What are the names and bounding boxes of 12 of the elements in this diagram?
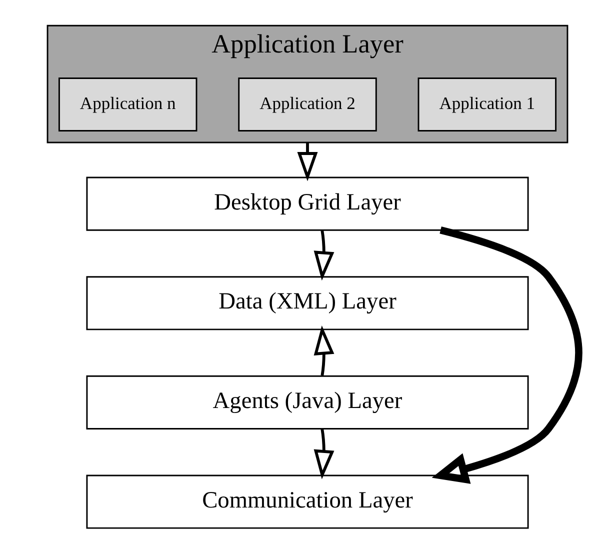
arrow (297, 142, 318, 182)
arrow (432, 226, 582, 484)
node-box: Communication Layer (86, 474, 529, 529)
node-box: Desktop Grid Layer (86, 176, 529, 231)
node-box: Application 2 (238, 77, 377, 132)
arrow (314, 326, 334, 376)
node-box: Application n (58, 77, 198, 132)
node-box: Application 1 (418, 77, 557, 132)
arrow (314, 429, 334, 480)
arrow (314, 230, 334, 281)
node-box: Agents (Java) Layer (86, 375, 529, 430)
node-box: Data (XML) Layer (86, 276, 529, 330)
